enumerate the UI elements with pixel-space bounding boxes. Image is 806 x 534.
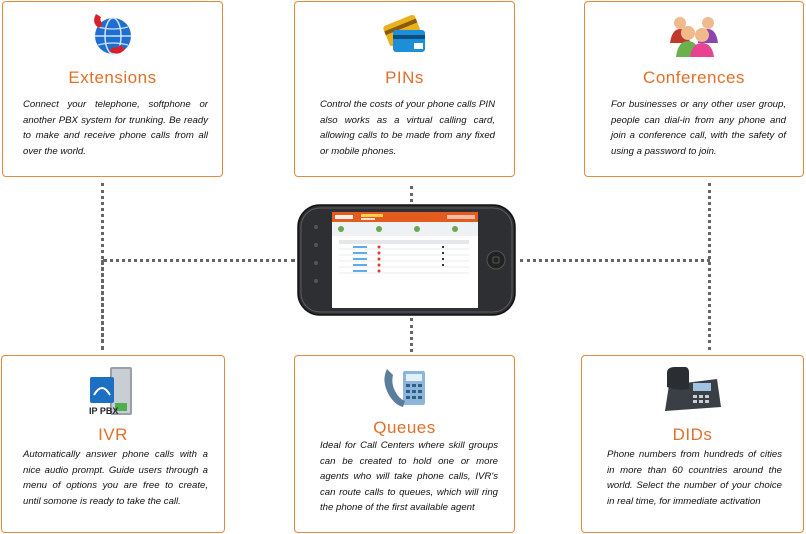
ivr-description: Automatically answer phone calls with a … [23,449,208,507]
connector-queue [410,318,413,352]
smartphone-mockup [297,204,516,316]
ip-pbx-server-icon: IP PBX [89,367,132,416]
ivr-card: IP PBX IVR Automatically answer phone ca… [1,355,225,533]
connector-conf [708,183,711,350]
queues-description: Ideal for Call Centers where skill group… [320,440,498,513]
ip-pbx-label: IP PBX [89,406,118,416]
group-people-icon [670,17,718,57]
connector-pin [410,186,413,202]
pins-card: PINs Control the costs of your phone cal… [294,1,515,177]
conferences-description: For businesses or any other user group, … [611,99,786,157]
extensions-title: Extensions [68,68,157,87]
power-button [314,225,318,229]
queues-card: Queues Ideal for Call Centers where skil… [294,355,515,533]
conferences-card: Conferences For businesses or any other … [584,1,804,177]
globe-phone-icon [93,14,131,55]
connector-right [520,259,710,262]
dids-card: DIDs Phone numbers from hundreds of citi… [581,355,804,533]
dids-title: DIDs [672,425,713,444]
queues-title: Queues [373,418,436,437]
credit-cards-icon [382,14,425,52]
pins-title: PINs [385,68,424,87]
volume-button [314,243,318,247]
extensions-card: Extensions Connect your telephone, softp… [2,1,223,177]
conferences-title: Conferences [643,68,745,87]
camera-dot [314,261,318,265]
phone-screen [332,212,478,308]
dids-description: Phone numbers from hundreds of cities in… [607,449,782,507]
speaker-dot [314,279,318,283]
extensions-description: Connect your telephone, softphone or ano… [23,99,208,157]
connector-left [103,259,295,262]
home-button [486,250,506,270]
phone-calculator-icon [383,369,425,407]
connector-ivr [101,260,104,350]
desk-phone-icon [664,367,721,411]
pins-description: Control the costs of your phone calls PI… [320,99,495,157]
ivr-title: IVR [98,425,128,444]
